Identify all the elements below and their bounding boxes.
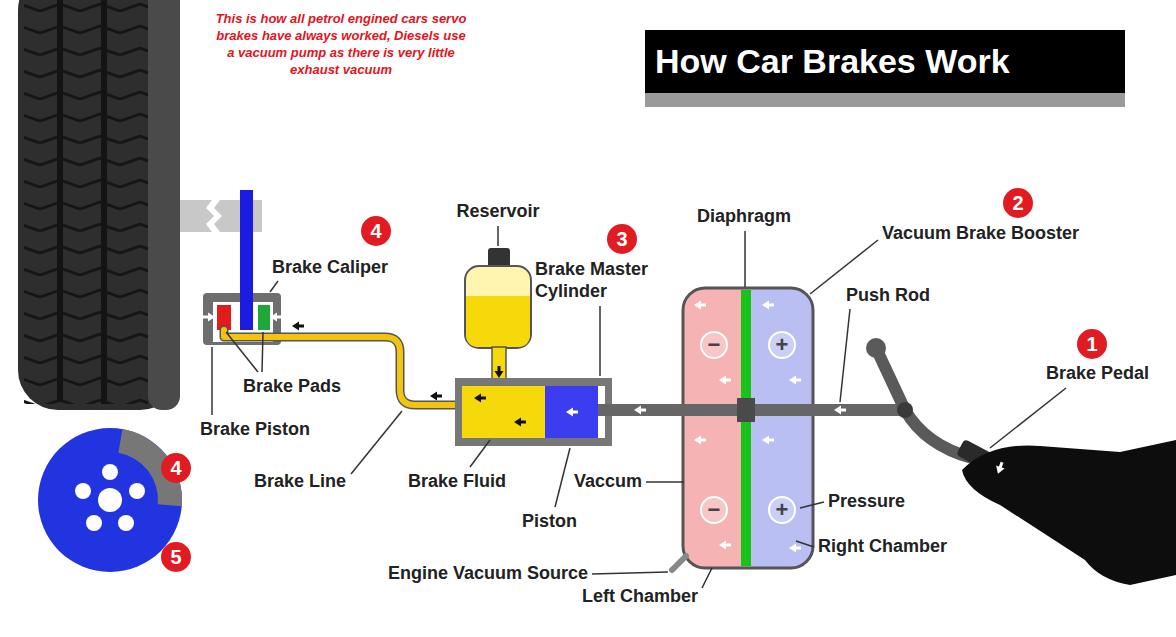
part-label: Diaphragm	[697, 205, 791, 227]
brake-line	[224, 330, 462, 405]
callout-number: 2	[1003, 188, 1033, 218]
push-rod	[598, 398, 905, 422]
part-label: Brake Piston	[200, 418, 310, 440]
callout-number: 3	[607, 224, 637, 254]
node-text: −	[708, 499, 721, 521]
part-label: Left Chamber	[582, 585, 698, 607]
part-label: Vacuum Brake Booster	[882, 222, 1079, 244]
part-label: Pressure	[828, 490, 905, 512]
node-text: 5	[170, 546, 181, 568]
node-text: +	[776, 334, 789, 356]
reservoir	[465, 248, 531, 387]
part-label: Brake Pedal	[1046, 362, 1149, 384]
part-label: Piston	[522, 510, 577, 532]
part-label: Brake Fluid	[408, 470, 506, 492]
part-label: Brake Master Cylinder	[535, 258, 669, 302]
part-label: Right Chamber	[818, 535, 947, 557]
node-text: 2	[1012, 192, 1023, 214]
part-label: Brake Line	[254, 470, 346, 492]
part-label: Vaccum	[574, 470, 642, 492]
master-cylinder	[455, 378, 612, 446]
brake-pad-right	[258, 305, 270, 330]
part-label: Engine Vacuum Source	[388, 562, 588, 584]
node-text: 4	[370, 220, 381, 242]
driver-foot	[962, 440, 1176, 585]
chamber-sign: −	[700, 496, 728, 524]
callout-number: 1	[1077, 329, 1107, 359]
chamber-arrows	[694, 301, 801, 553]
chamber-sign: +	[768, 331, 796, 359]
node-text: 4	[170, 457, 181, 479]
part-label: Push Rod	[846, 284, 930, 306]
callout-number: 4	[161, 453, 191, 483]
chamber-sign: −	[700, 331, 728, 359]
callout-number: 5	[161, 542, 191, 572]
part-label: Brake Pads	[243, 375, 341, 397]
tyre	[18, 0, 180, 410]
node-text: 1	[1086, 333, 1097, 355]
vacuum-booster	[672, 288, 813, 570]
node-text: 3	[616, 228, 627, 250]
leader-lines	[212, 226, 1066, 588]
note-text: This is how all petrol engined cars serv…	[212, 10, 470, 78]
title-bar: How Car Brakes Work	[645, 30, 1125, 93]
chamber-sign: +	[768, 496, 796, 524]
piston-arrows	[203, 313, 282, 322]
title-underbar	[645, 93, 1125, 107]
brake-disc	[38, 428, 182, 572]
part-label: Brake Caliper	[272, 256, 388, 278]
title-text: How Car Brakes Work	[655, 42, 1010, 80]
callout-number: 4	[361, 216, 391, 246]
node-text: +	[776, 499, 789, 521]
brake-rotor	[240, 190, 253, 330]
part-label: Reservoir	[456, 200, 539, 222]
node-text: −	[708, 334, 721, 356]
press-arrow	[994, 461, 1007, 475]
